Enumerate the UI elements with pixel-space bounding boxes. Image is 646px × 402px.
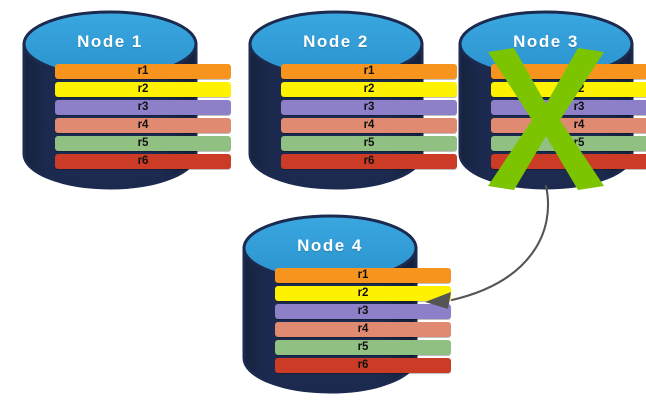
node-2-replica-r1[interactable]: r1 (281, 64, 457, 79)
node-4-cylinder-shape (242, 214, 418, 394)
node-4-replica-r4[interactable]: r4 (275, 322, 451, 337)
node-2-replica-r6[interactable]: r6 (281, 154, 457, 169)
node-4-replica-r1[interactable]: r1 (275, 268, 451, 283)
node-1-replica-r2[interactable]: r2 (55, 82, 231, 97)
node-1-replica-r4[interactable]: r4 (55, 118, 231, 133)
node-2-replica-r4[interactable]: r4 (281, 118, 457, 133)
node-3-replica-r1[interactable]: r1 (491, 64, 646, 79)
node-4-cylinder[interactable]: Node 4 r1 r2 r3 r4 r5 r6 (242, 212, 451, 394)
node-3-replica-r6[interactable]: r6 (491, 154, 646, 169)
node-1-replica-r5[interactable]: r5 (55, 136, 231, 151)
node-2-replica-r5[interactable]: r5 (281, 136, 457, 151)
node-4-replica-r2[interactable]: r2 (275, 286, 451, 301)
node-1-replica-r3[interactable]: r3 (55, 100, 231, 115)
node-3-cylinder[interactable]: Node 3 r1 r2 r3 r4 r5 r6 (458, 8, 646, 190)
node-2-cylinder-shape (248, 10, 424, 190)
node-3-replica-r4[interactable]: r4 (491, 118, 646, 133)
node-4-replica-r3[interactable]: r3 (275, 304, 451, 319)
node-3-replica-r3[interactable]: r3 (491, 100, 646, 115)
node-3-replica-r5[interactable]: r5 (491, 136, 646, 151)
node-1-replica-r6[interactable]: r6 (55, 154, 231, 169)
node-1-replica-r1[interactable]: r1 (55, 64, 231, 79)
node-4-replica-list: r1 r2 r3 r4 r5 r6 (242, 268, 484, 373)
node-1-cylinder[interactable]: Node 1 r1 r2 r3 r4 r5 r6 (22, 8, 231, 190)
node-3-replica-list: r1 r2 r3 r4 r5 r6 (458, 64, 646, 169)
node-1-replica-list: r1 r2 r3 r4 r5 r6 (22, 64, 264, 169)
node-2-replica-list: r1 r2 r3 r4 r5 r6 (248, 64, 490, 169)
node-2-replica-r3[interactable]: r3 (281, 100, 457, 115)
node-1-cylinder-shape (22, 10, 198, 190)
node-2-replica-r2[interactable]: r2 (281, 82, 457, 97)
node-4-replica-r5[interactable]: r5 (275, 340, 451, 355)
node-2-cylinder[interactable]: Node 2 r1 r2 r3 r4 r5 r6 (248, 8, 457, 190)
node-4-replica-r6[interactable]: r6 (275, 358, 451, 373)
node-3-replica-r2[interactable]: r2 (491, 82, 646, 97)
